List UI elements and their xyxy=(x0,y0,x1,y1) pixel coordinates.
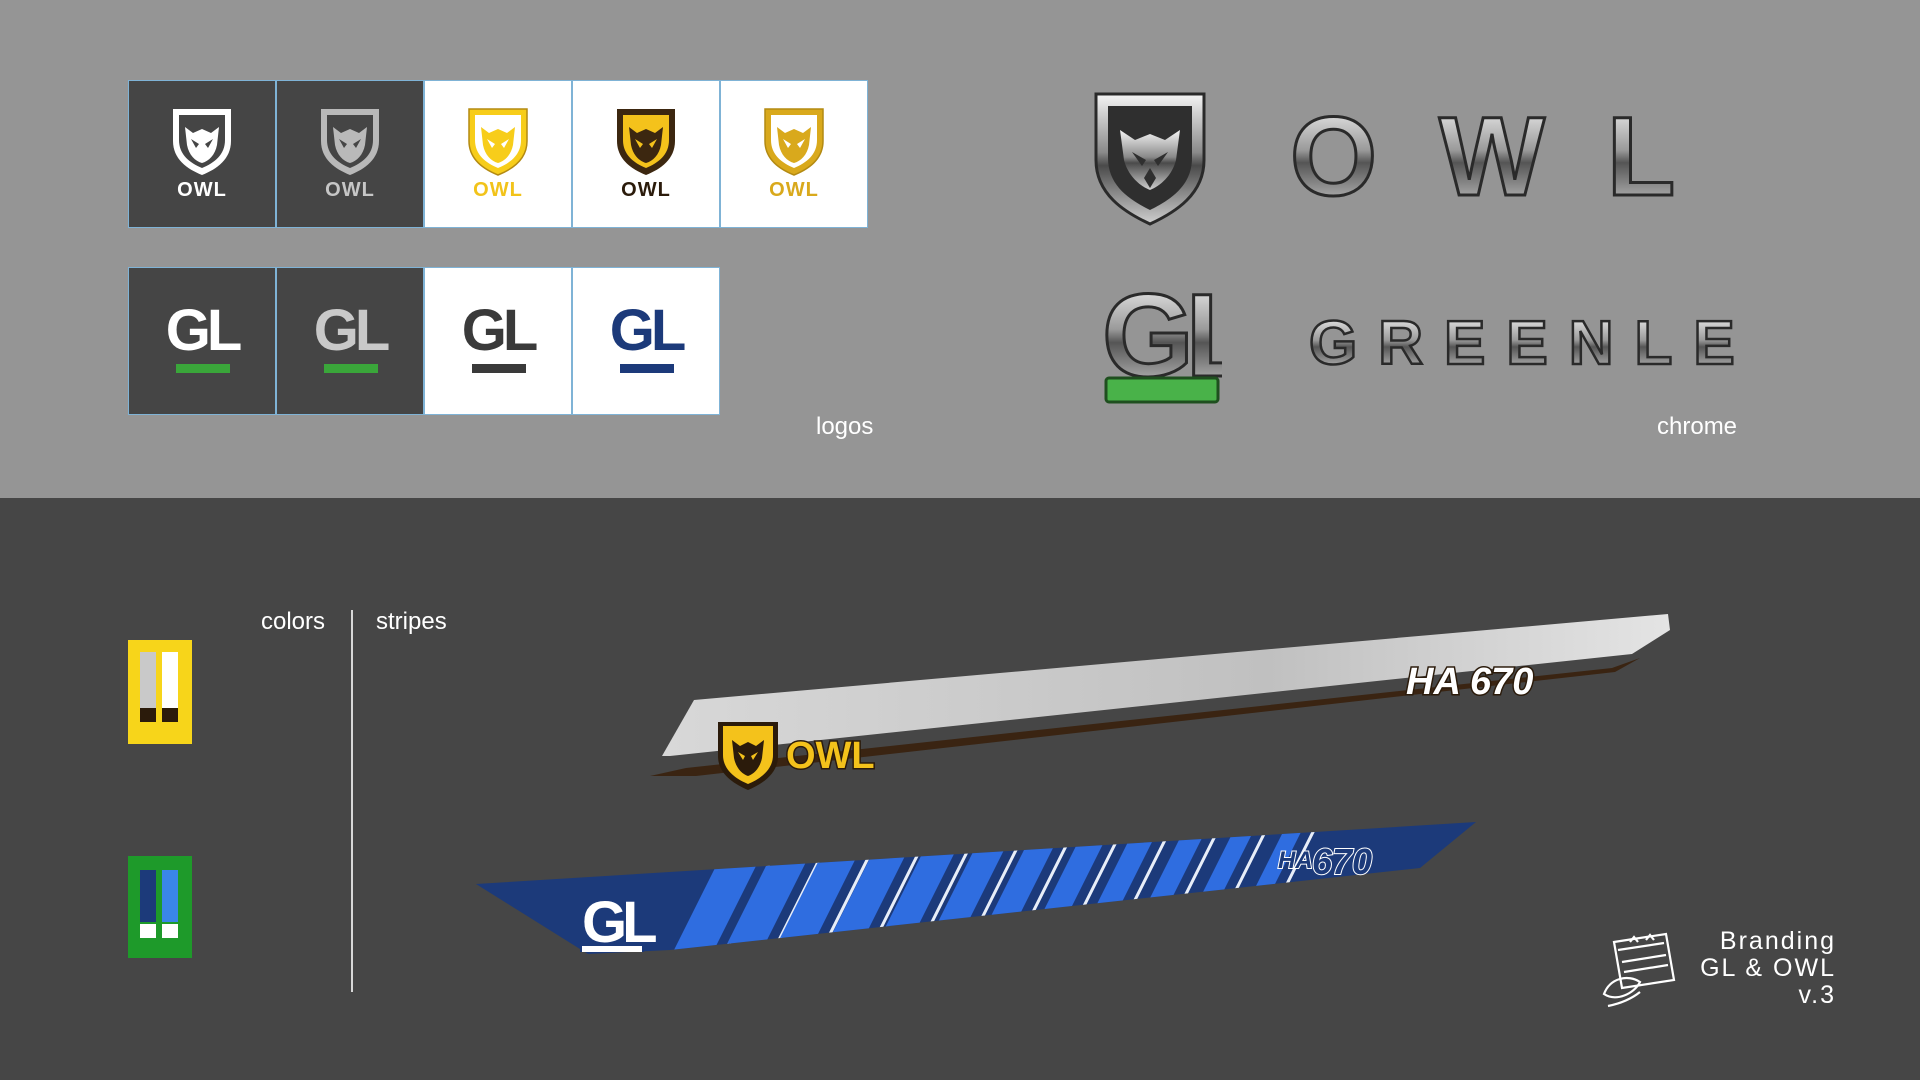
gl-logo-tile-navy: GL xyxy=(572,267,720,415)
chrome-greenler-text: GREENLER xyxy=(1309,309,1755,378)
owl-color-swatch xyxy=(128,640,192,744)
gl-logo-letters: GL xyxy=(461,298,539,363)
gl-logo-letters: GL xyxy=(165,298,243,363)
gl-logo-bar xyxy=(324,364,378,373)
owl-swatch-bar-1 xyxy=(140,652,156,708)
owl-stripe-underline xyxy=(650,658,1640,776)
chrome-owl-wordmark: OWL xyxy=(1289,95,1700,215)
chrome-owl-shield-icon xyxy=(1094,92,1206,226)
owl-logo-tile-yellow: OWL xyxy=(424,80,572,228)
gl-swatch-frame xyxy=(128,856,192,958)
owl-swatch-foot-1 xyxy=(140,708,156,722)
gl-logo-tile-white-green: GL xyxy=(128,267,276,415)
branding-text: Branding GL & OWL v.3 xyxy=(1700,928,1836,1009)
owl-logo-label: OWL xyxy=(769,179,819,201)
gl-color-swatch xyxy=(128,856,192,958)
gl-stripe: GL HA 670 xyxy=(476,822,1476,955)
owl-shield-icon xyxy=(173,109,231,175)
gl-swatch-bar-2 xyxy=(162,870,178,922)
colors-caption: colors xyxy=(261,608,326,635)
gl-stripe-logo: GL xyxy=(580,890,661,955)
owl-shield-icon xyxy=(617,109,675,175)
owl-swatch-frame xyxy=(128,640,192,744)
gl-swatch-bar-1 xyxy=(140,870,156,922)
chrome-caption: chrome xyxy=(1657,413,1738,440)
gl-swatch-foot-2 xyxy=(162,924,178,938)
owl-swatch-foot-2 xyxy=(162,708,178,722)
chrome-gl-bar xyxy=(1104,376,1220,404)
owl-shield-icon xyxy=(764,108,824,176)
owl-stripe-model: HA 670 xyxy=(1406,661,1533,703)
branding-line-3: v.3 xyxy=(1798,981,1836,1009)
owl-logo-tile-brown: OWL xyxy=(572,80,720,228)
chrome-greenler-wordmark: GREENLER xyxy=(1308,308,1755,380)
owl-logo-tile-gold: OWL xyxy=(720,80,868,228)
gl-swatch-foot-1 xyxy=(140,924,156,938)
branding-line-2: GL & OWL xyxy=(1700,954,1836,982)
gl-stripe-model-number: 670 xyxy=(1312,841,1372,882)
owl-stripe-band xyxy=(662,614,1670,756)
owl-shield-icon xyxy=(468,108,528,176)
gl-stripe-model-prefix: HA xyxy=(1278,847,1313,874)
gl-logo-bar xyxy=(472,364,526,373)
gl-stripe-brand: GL xyxy=(582,890,656,955)
owl-swatch-bar-2 xyxy=(162,652,178,708)
chrome-owl-text: OWL xyxy=(1290,95,1700,215)
gl-logo-tile-chrome-green: GL xyxy=(276,267,424,415)
owl-logo-tile-chrome: OWL xyxy=(276,80,424,228)
owl-stripe-brand: OWL xyxy=(786,735,875,777)
gl-logo-bar xyxy=(176,364,230,373)
chrome-gl-logo: GL xyxy=(1101,269,1222,404)
bottom-panel xyxy=(0,498,1920,1080)
owl-logo-label: OWL xyxy=(177,179,227,201)
gl-logo-tile-dark: GL xyxy=(424,267,572,415)
gl-logo-letters: GL xyxy=(609,298,687,363)
logos-caption: logos xyxy=(816,413,874,440)
owl-shield-icon xyxy=(321,109,379,175)
branding-badge-icon xyxy=(1602,932,1676,1008)
owl-stripe: HA 670 OWL xyxy=(650,614,1670,790)
gl-stripe-logo-bar xyxy=(582,946,642,952)
owl-logo-label: OWL xyxy=(325,179,375,201)
branding-line-1: Branding xyxy=(1719,927,1836,955)
stripes-caption: stripes xyxy=(376,608,447,635)
owl-logo-tile-white: OWL xyxy=(128,80,276,228)
top-panel xyxy=(0,0,1920,498)
gl-logo-bar xyxy=(620,364,674,373)
gl-logo-letters: GL xyxy=(313,298,391,363)
owl-logo-label: OWL xyxy=(473,179,523,201)
owl-logo-label: OWL xyxy=(621,179,671,201)
owl-stripe-logo-icon xyxy=(718,722,778,790)
section-divider xyxy=(351,610,353,992)
